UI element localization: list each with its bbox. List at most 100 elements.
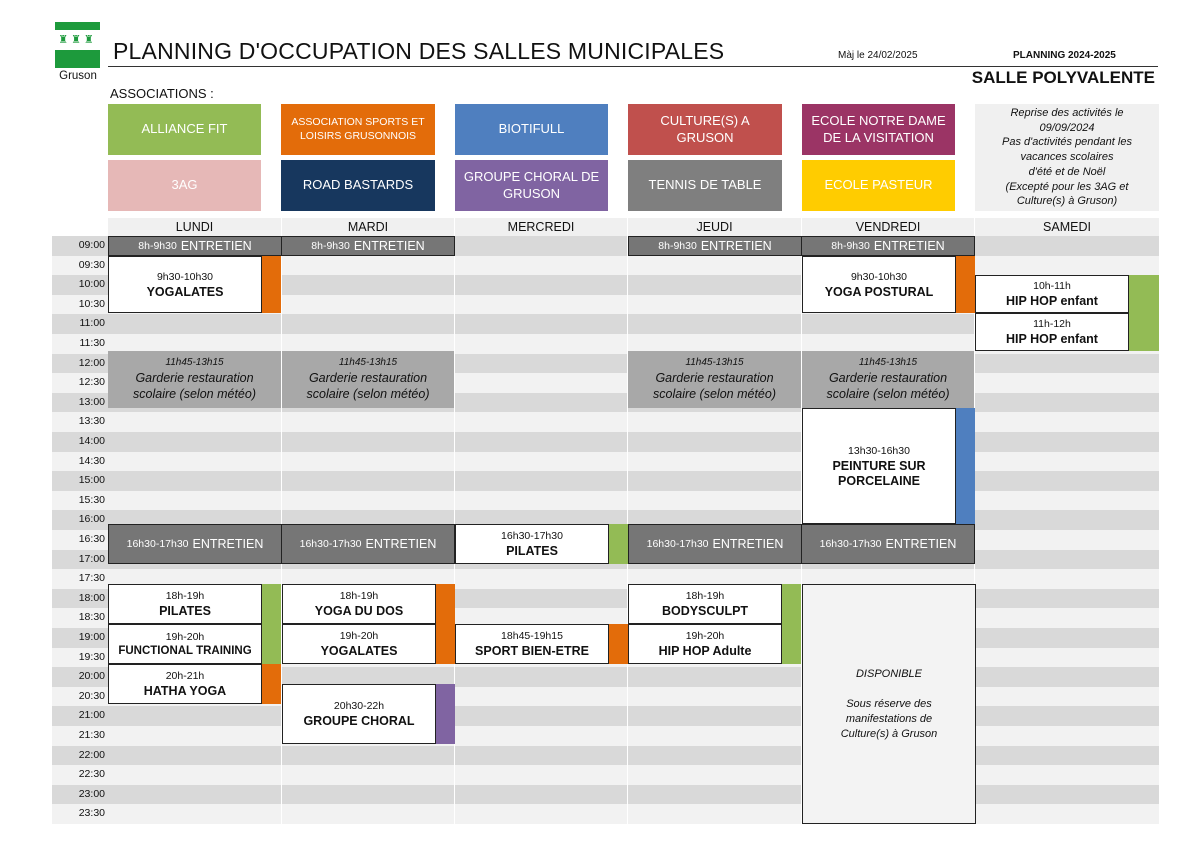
logo-bottom-band [55,50,100,68]
time-row [52,432,1159,452]
time-label: 15:30 [78,494,105,506]
event-time: 16h30-17h30 [126,538,189,550]
association-color-marker [436,584,455,664]
event-time: 18h-19h [165,590,205,602]
event-time: 8h-9h30 [311,240,350,252]
event-name: YOGALATES [146,284,224,299]
event-name: PILATES [506,544,558,558]
event-time: 19h-20h [339,630,379,642]
disponible-block: DISPONIBLE Sous réserve des manifestatio… [802,584,976,824]
association-3ag: 3AG [108,160,261,211]
association-tennis-de-table: TENNIS DE TABLE [628,160,782,211]
event-time: 8h-9h30 [658,240,697,252]
time-label: 21:30 [78,729,105,741]
event-time: 18h-19h [339,590,379,602]
association-color-marker [262,256,281,313]
event-time: 19h-20h [685,630,725,642]
time-label: 17:30 [78,572,105,584]
logo-figures-icon: ♜♜♜ [58,34,97,46]
association-ecole-pasteur: ECOLE PASTEUR [802,160,955,211]
spacer [803,682,975,697]
event-name: ENTRETIEN [712,537,784,551]
disponible-line: Culture(s) à Gruson [840,728,938,740]
association-ecole-notre-dame: ECOLE NOTRE DAME DE LA VISITATION [802,104,955,155]
association-color-marker [1129,275,1159,351]
note-line: vacances scolaires [1020,151,1114,164]
event-name: YOGA DU DOS [314,604,404,618]
event-time: 16h30-17h30 [819,538,882,550]
time-label: 23:30 [78,807,105,819]
association-color-marker [782,584,801,664]
day-header-jeudi: JEUDI [628,218,801,236]
association-color-marker [956,256,975,313]
event-time: 9h30-10h30 [156,270,214,283]
event-name: ENTRETIEN [700,239,772,253]
season-note: Reprise des activités le 09/09/2024 Pas … [975,104,1159,211]
association-color-marker [609,524,628,564]
disponible-line: manifestations de [845,713,933,725]
event-name: scolaire (selon météo) [133,387,256,401]
time-row [52,452,1159,471]
event-name: ENTRETIEN [180,239,252,253]
event-name: FUNCTIONAL TRAINING [118,645,252,657]
logo-top-band [55,22,100,30]
title-divider [108,66,1158,67]
event-time: 11h45-13h15 [858,357,918,368]
event-time: 10h-11h [1033,280,1071,292]
note-line: Culture(s) à Gruson) [1016,195,1118,208]
event-name: ENTRETIEN [365,537,437,551]
event-name: GROUPE CHORAL [303,714,415,728]
note-line: 09/09/2024 [1039,121,1095,134]
event-time: 11h45-13h15 [165,357,224,368]
time-label: 18:30 [78,611,105,623]
association-color-marker [956,408,975,524]
day-header-mercredi: MERCREDI [455,218,627,236]
time-label: 18:00 [78,592,105,604]
time-row [52,491,1159,510]
event-name: YOGA POSTURAL [824,284,934,299]
room-name: SALLE POLYVALENTE [971,68,1155,87]
event-name: HIP HOP enfant [1006,332,1098,346]
time-row [52,804,1159,824]
day-header-mardi: MARDI [282,218,454,236]
time-label: 10:30 [78,298,105,310]
event-time: 18h-19h [685,590,725,602]
time-label: 20:30 [78,690,105,702]
time-label: 12:00 [78,357,105,369]
time-label: 19:00 [78,631,105,643]
note-line: Reprise des activités le [1010,107,1124,119]
associations-label: ASSOCIATIONS : [110,86,214,101]
event-time: 16h30-17h30 [646,538,709,550]
time-row [52,746,1159,765]
association-groupe-choral: GROUPE CHORAL DE GRUSON [455,160,608,211]
association-road-bastards: ROAD BASTARDS [281,160,435,211]
event-time: 8h-9h30 [831,240,870,252]
time-label: 09:30 [78,259,105,271]
association-sports-loisirs: ASSOCIATION SPORTS ET LOISIRS GRUSONNOIS [281,104,435,155]
time-label: 23:00 [78,788,105,800]
association-color-marker [262,584,281,664]
event-name: scolaire (selon météo) [306,387,430,401]
time-label: 16:00 [78,513,105,525]
event-time: 16h30-17h30 [501,530,563,542]
time-row [52,785,1159,804]
time-row [52,412,1159,432]
